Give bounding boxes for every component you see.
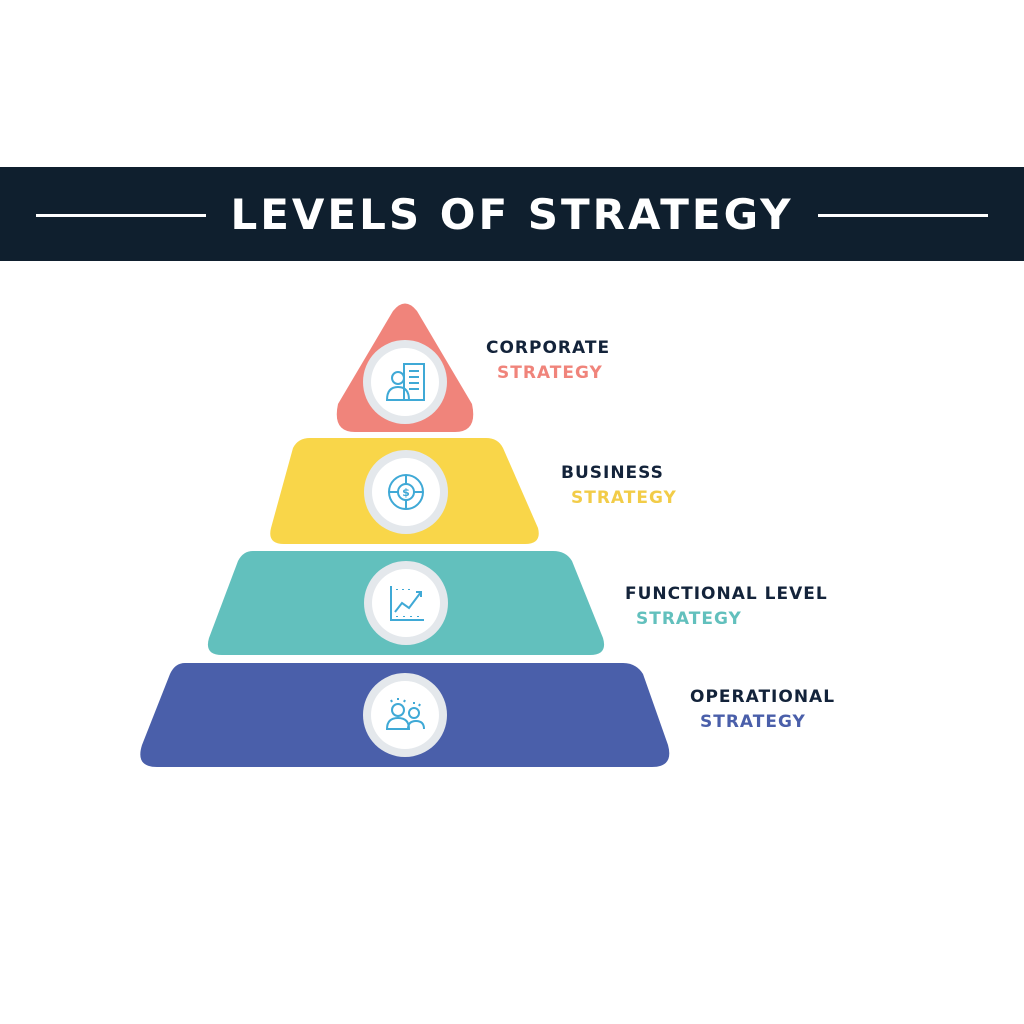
functional-label: FUNCTIONAL LEVEL STRATEGY [625, 582, 828, 632]
svg-text:$: $ [402, 486, 410, 499]
banner-right-rule [818, 214, 988, 217]
businessman-building-icon [385, 363, 425, 401]
corporate-label: CORPORATE STRATEGY [486, 336, 610, 386]
operational-label-subtitle: STRATEGY [700, 712, 806, 732]
growth-chart-icon [390, 586, 424, 621]
dollar-wheel-icon: $ [388, 474, 424, 510]
operational-label: OPERATIONAL STRATEGY [690, 685, 835, 735]
business-label: BUSINESS STRATEGY [561, 461, 677, 511]
business-icon-badge: $ [364, 450, 448, 534]
operational-label-title: OPERATIONAL [690, 687, 836, 707]
team-people-icon [385, 698, 425, 730]
functional-icon-badge [364, 561, 448, 645]
corporate-icon-badge [363, 340, 447, 424]
operational-icon-badge [363, 673, 447, 757]
functional-label-subtitle: STRATEGY [636, 609, 742, 629]
corporate-label-title: CORPORATE [486, 338, 611, 358]
page-title: LEVELS OF STRATEGY [230, 190, 794, 239]
banner-left-rule [36, 214, 206, 217]
corporate-label-subtitle: STRATEGY [497, 363, 603, 383]
business-label-title: BUSINESS [561, 463, 664, 483]
business-label-subtitle: STRATEGY [571, 488, 677, 508]
functional-label-title: FUNCTIONAL LEVEL [625, 584, 828, 604]
